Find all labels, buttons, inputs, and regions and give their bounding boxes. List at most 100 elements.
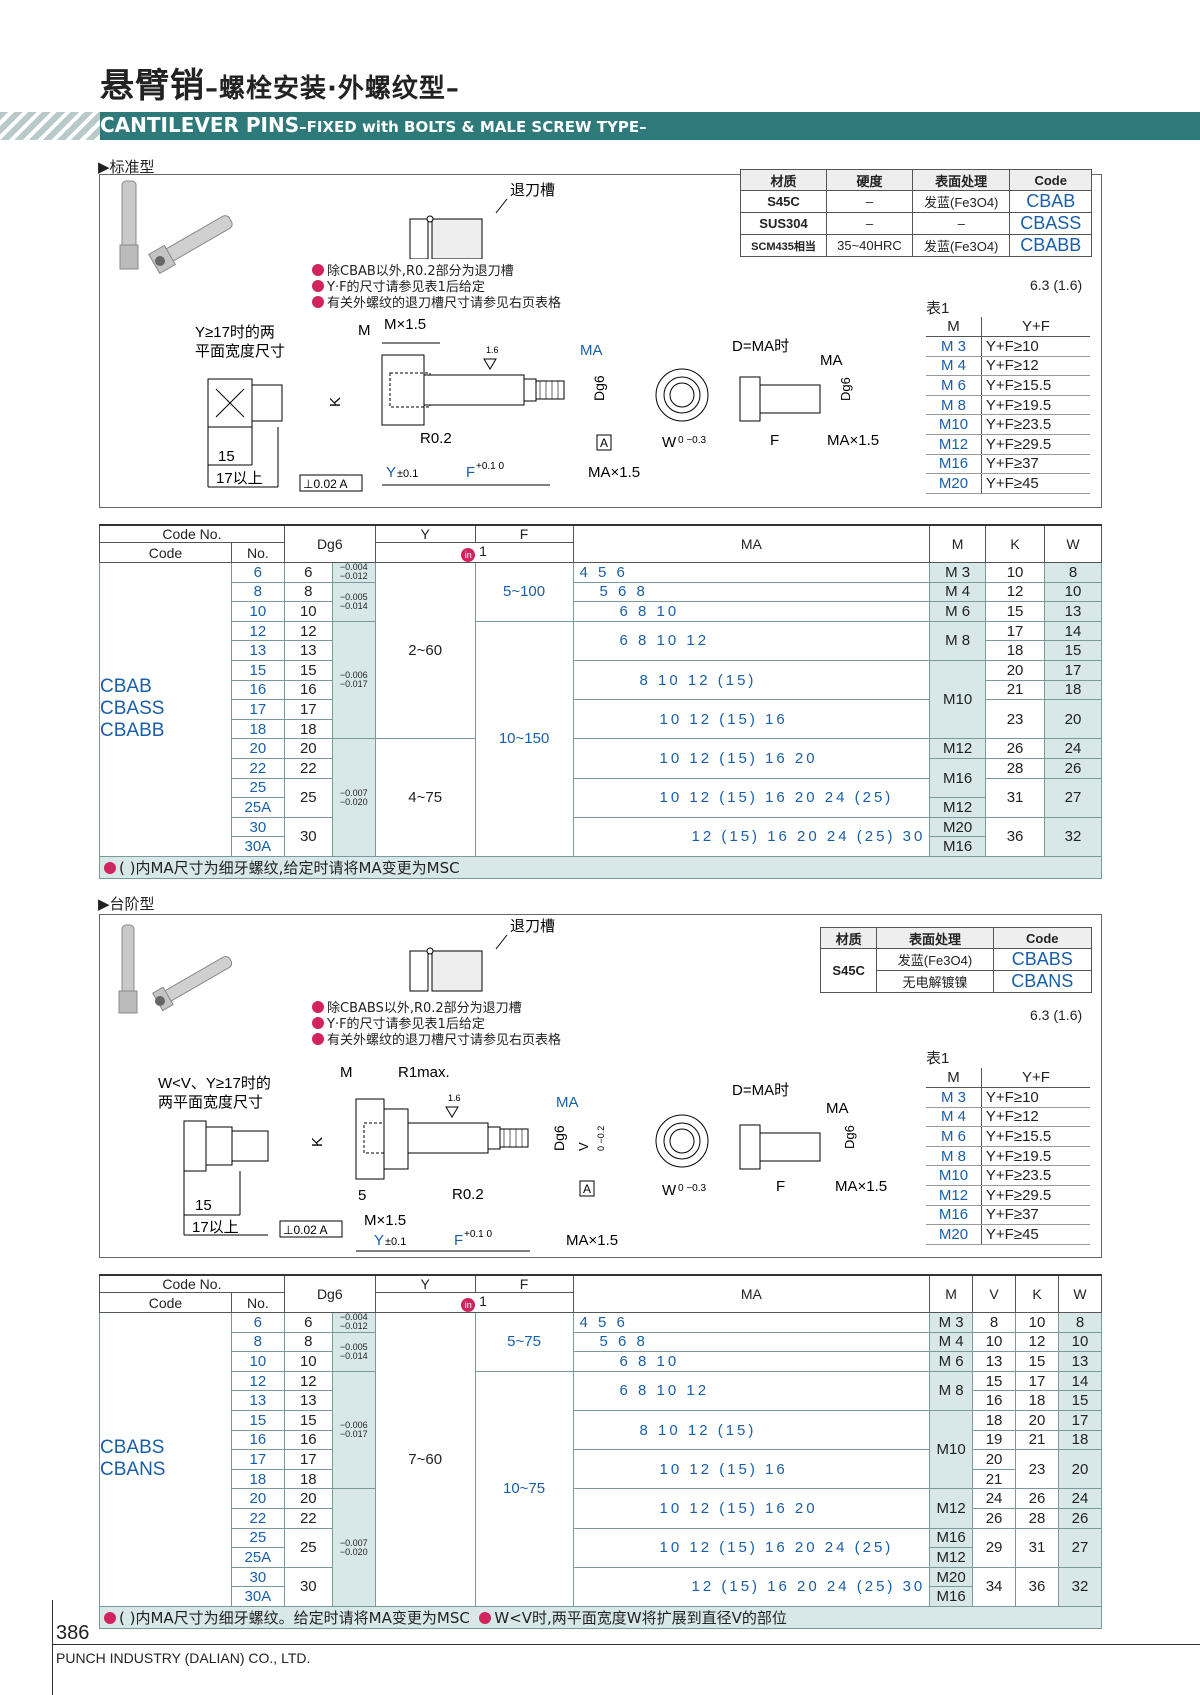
svg-text:MA: MA <box>820 352 843 369</box>
note-item: 除CBABS以外,R0.2部分为退刀槽 <box>312 1001 561 1017</box>
svg-text:K: K <box>309 1137 326 1147</box>
svg-text:±0.1: ±0.1 <box>385 1236 406 1248</box>
note-bullet-icon <box>312 264 324 276</box>
footer-vertical-rule <box>52 1600 53 1695</box>
svg-text:Y≥17时的两: Y≥17时的两 <box>195 324 275 341</box>
groove-detail: 退刀槽 <box>409 182 555 259</box>
product-photo <box>118 924 233 1014</box>
groove-label: 退刀槽 <box>510 182 555 199</box>
roughness-symbol: 6.3 (1.6) <box>1030 1007 1083 1023</box>
roughness-symbol: 6.3 (1.6) <box>1030 277 1083 293</box>
svg-text:MA×1.5: MA×1.5 <box>827 432 879 449</box>
svg-text:MA: MA <box>580 342 603 359</box>
page-title-en: CANTILEVER PINS–FIXED with BOLTS & MALE … <box>100 113 647 137</box>
svg-text:±0.1: ±0.1 <box>397 468 418 480</box>
svg-text:F: F <box>776 1178 785 1195</box>
drawing-panel-stepped: 退刀槽 除CBABS以外,R0.2部分为退刀槽 Y·F的尺寸请参见表1后给定 有… <box>99 914 1102 1258</box>
svg-text:M: M <box>358 322 371 339</box>
note-bullet-icon <box>479 1611 492 1624</box>
svg-text:Dg6: Dg6 <box>838 377 853 401</box>
technical-drawing-standard: Y≥17时的两 平面宽度尺寸 15 17以上 M M×1.5 K MA 1.6 … <box>195 316 879 492</box>
note-bullet-icon <box>312 1017 324 1029</box>
svg-text:D=MA时: D=MA时 <box>732 1082 789 1099</box>
svg-text:Y: Y <box>386 464 396 481</box>
notes-standard: 除CBAB以外,R0.2部分为退刀槽 Y·F的尺寸请参见表1后给定 有关外螺纹的… <box>312 264 561 312</box>
technical-drawing-stepped: W<V、Y≥17时的 两平面宽度尺寸 15 17以上 M R1max. K MA… <box>158 1064 887 1252</box>
svg-text:A: A <box>600 436 608 450</box>
svg-text:W: W <box>662 434 677 451</box>
svg-text:平面宽度尺寸: 平面宽度尺寸 <box>195 343 285 360</box>
groove-label: 退刀槽 <box>510 918 555 935</box>
svg-text:R1max.: R1max. <box>398 1064 450 1081</box>
svg-text:17以上: 17以上 <box>192 1219 239 1236</box>
svg-text:A: A <box>583 1182 591 1196</box>
svg-text:0 −0.3: 0 −0.3 <box>678 1183 707 1194</box>
table-note: ( )内MA尺寸为细牙螺纹。给定时请将MA变更为MSC W<V时,两平面宽度W将… <box>99 1605 1102 1629</box>
notes-stepped: 除CBABS以外,R0.2部分为退刀槽 Y·F的尺寸请参见表1后给定 有关外螺纹… <box>312 1001 561 1049</box>
note-item: 有关外螺纹的退刀槽尺寸请参见右页表格 <box>312 1033 561 1049</box>
footer-rule <box>52 1644 1200 1645</box>
svg-text:MA: MA <box>826 1100 849 1117</box>
svg-text:+0.1 0: +0.1 0 <box>464 1229 493 1240</box>
svg-text:MA×1.5: MA×1.5 <box>588 464 640 481</box>
svg-text:两平面宽度尺寸: 两平面宽度尺寸 <box>158 1094 263 1111</box>
ref-icon: in <box>461 548 476 562</box>
note-item: 有关外螺纹的退刀槽尺寸请参见右页表格 <box>312 296 561 312</box>
svg-text:MA: MA <box>556 1094 579 1111</box>
svg-text:M: M <box>340 1064 353 1081</box>
svg-text:K: K <box>327 397 344 407</box>
svg-text:MA×1.5: MA×1.5 <box>566 1232 618 1249</box>
note-bullet-icon <box>312 1033 324 1045</box>
svg-text:W<V、Y≥17时的: W<V、Y≥17时的 <box>158 1075 271 1092</box>
svg-text:1.6: 1.6 <box>486 345 499 355</box>
svg-text:F: F <box>466 464 475 481</box>
svg-text:Dg6: Dg6 <box>551 1125 567 1151</box>
svg-text:D=MA时: D=MA时 <box>732 338 789 355</box>
svg-text:+0.1 0: +0.1 0 <box>476 461 505 472</box>
svg-text:15: 15 <box>218 448 235 465</box>
svg-text:⊥0.02 A: ⊥0.02 A <box>303 477 347 491</box>
svg-text:R0.2: R0.2 <box>420 430 452 447</box>
groove-detail: 退刀槽 <box>409 918 555 992</box>
svg-text:0 −0.2: 0 −0.2 <box>596 1126 606 1151</box>
svg-text:1.6: 1.6 <box>448 1093 461 1103</box>
company-name: PUNCH INDUSTRY (DALIAN) CO., LTD. <box>56 1650 311 1666</box>
svg-text:0 −0.3: 0 −0.3 <box>678 435 707 446</box>
svg-text:17以上: 17以上 <box>216 470 263 487</box>
svg-text:Dg6: Dg6 <box>842 1125 857 1149</box>
svg-text:M×1.5: M×1.5 <box>384 316 426 333</box>
svg-text:Dg6: Dg6 <box>591 375 607 401</box>
note-bullet-icon <box>312 1001 324 1013</box>
note-item: 除CBAB以外,R0.2部分为退刀槽 <box>312 264 561 280</box>
page-title-zh: 悬臂销–螺栓安装·外螺纹型– <box>100 66 460 106</box>
svg-text:15: 15 <box>195 1197 212 1214</box>
svg-text:F: F <box>770 432 779 449</box>
product-photo <box>119 180 233 275</box>
svg-text:W: W <box>662 1182 677 1199</box>
ref-icon: in <box>461 1298 476 1312</box>
section-label-stepped: ▶台阶型 <box>98 895 155 913</box>
page-number: 386 <box>56 1622 90 1644</box>
svg-text:5: 5 <box>358 1187 366 1204</box>
table-note: ( )内MA尺寸为细牙螺纹,给定时请将MA变更为MSC <box>99 855 1102 879</box>
note-item: Y·F的尺寸请参见表1后给定 <box>312 1017 561 1033</box>
note-bullet-icon <box>312 296 324 308</box>
svg-text:⊥0.02 A: ⊥0.02 A <box>283 1223 327 1237</box>
table1-title: 表1 <box>926 1050 950 1067</box>
svg-text:Y: Y <box>374 1232 384 1249</box>
note-bullet-icon <box>104 1611 116 1624</box>
note-bullet-icon <box>312 280 324 292</box>
section-label-standard: ▶标准型 <box>98 158 155 176</box>
note-item: Y·F的尺寸请参见表1后给定 <box>312 280 561 296</box>
svg-text:MA×1.5: MA×1.5 <box>835 1178 887 1195</box>
title-band <box>0 112 1200 140</box>
table1-title: 表1 <box>926 300 950 317</box>
title-band-stripes <box>0 112 100 140</box>
note-bullet-icon <box>104 861 116 874</box>
svg-text:M×1.5: M×1.5 <box>364 1212 406 1229</box>
